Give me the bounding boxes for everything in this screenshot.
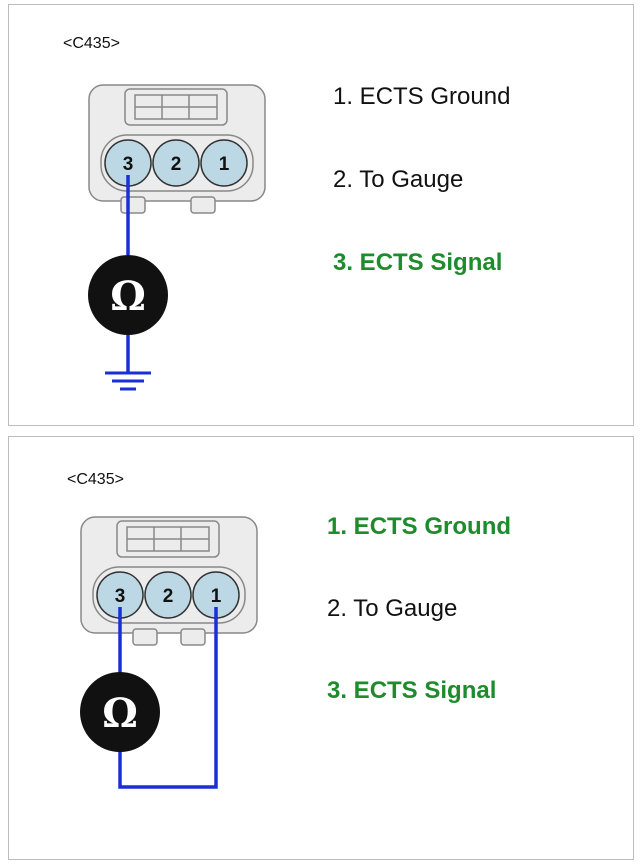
pin-number: 3 [123, 154, 134, 175]
connector-id: <C435> [67, 471, 124, 488]
pin-number: 1 [219, 154, 230, 175]
pin-label-2: 2. To Gauge [333, 166, 464, 193]
pins [104, 139, 248, 187]
connector-foot [132, 628, 158, 646]
pin-1 [200, 139, 248, 187]
pin-label-3: 3. ECTS Signal [327, 677, 497, 704]
connector-foot [180, 628, 206, 646]
connector-diagram: 3 2 1 Ω [80, 516, 258, 789]
ohmmeter-icon: Ω [88, 255, 168, 335]
test-wiring [118, 607, 218, 789]
ohm-symbol: Ω [102, 690, 138, 737]
pins [96, 571, 240, 619]
connector-diagram: 3 2 1 Ω [88, 84, 266, 391]
pin-label-2: 2. To Gauge [327, 595, 458, 622]
connector-foot [120, 196, 146, 214]
pin-number: 2 [163, 586, 174, 607]
pin-number: 3 [115, 586, 126, 607]
pin-label-1: 1. ECTS Ground [327, 513, 512, 540]
connector-foot [190, 196, 216, 214]
pin-2 [144, 571, 192, 619]
pin-label-3: 3. ECTS Signal [333, 249, 503, 276]
pin-2 [152, 139, 200, 187]
ground-symbol-icon [105, 371, 151, 391]
ohmmeter-icon: Ω [80, 672, 160, 752]
ohm-symbol: Ω [110, 273, 146, 320]
pin-number: 1 [211, 586, 222, 607]
pin-number: 2 [171, 154, 182, 175]
connector-id: <C435> [63, 35, 120, 52]
pin-label-1: 1. ECTS Ground [333, 83, 511, 110]
panel-sensor-resistance-test: 3 2 1 Ω <C435> 1. ECTS Ground 2. To Gaug… [8, 436, 634, 860]
panel-ground-test: 3 2 1 Ω <C435> 1. ECTS Ground 2. To Gaug… [8, 4, 634, 426]
probe-wire-pin1 [118, 607, 218, 789]
